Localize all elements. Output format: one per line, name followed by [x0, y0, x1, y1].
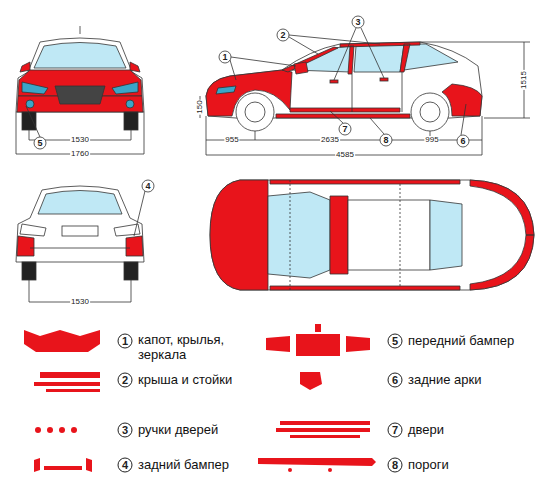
legend-text: задний бампер	[138, 458, 248, 473]
callout-number: 7	[392, 425, 398, 436]
dimension-label: 4585	[335, 151, 355, 159]
callout-number: 1	[122, 336, 128, 347]
dimension-label: 150	[196, 99, 204, 114]
callout-number: 6	[460, 137, 465, 146]
callout-number: 4	[122, 460, 128, 471]
callout-number: 2	[280, 31, 285, 40]
dimension-label: 995	[424, 136, 439, 144]
callout-number: 1	[222, 53, 227, 62]
dimension-label: 1760	[70, 150, 90, 158]
callout-number: 5	[37, 139, 42, 148]
legend-text: капот, крылья, зеркала	[138, 333, 248, 363]
dimension-label: 1515	[520, 70, 528, 90]
dimension-label: 2635	[320, 136, 340, 144]
legend-text: ручки дверей	[138, 423, 248, 438]
callout-number: 2	[122, 375, 128, 386]
callout-number: 6	[392, 375, 398, 386]
callout-number: 3	[122, 425, 128, 436]
dimension-label: 1530	[70, 136, 90, 144]
callout-number: 5	[392, 336, 398, 347]
legend-text: крыша и стойки	[138, 373, 248, 388]
legend-text: пороги	[408, 458, 548, 473]
legend-text: задние арки	[408, 373, 548, 388]
callout-number: 8	[392, 460, 398, 471]
legend-text: передний бампер	[408, 334, 548, 349]
callout-number: 7	[342, 125, 347, 134]
callout-number: 3	[355, 18, 360, 27]
dimension-label: 1530	[70, 298, 90, 306]
callout-number: 4	[145, 182, 150, 191]
legend-text: двери	[408, 423, 548, 438]
dimension-label: 955	[224, 136, 239, 144]
callout-number: 8	[383, 136, 388, 145]
